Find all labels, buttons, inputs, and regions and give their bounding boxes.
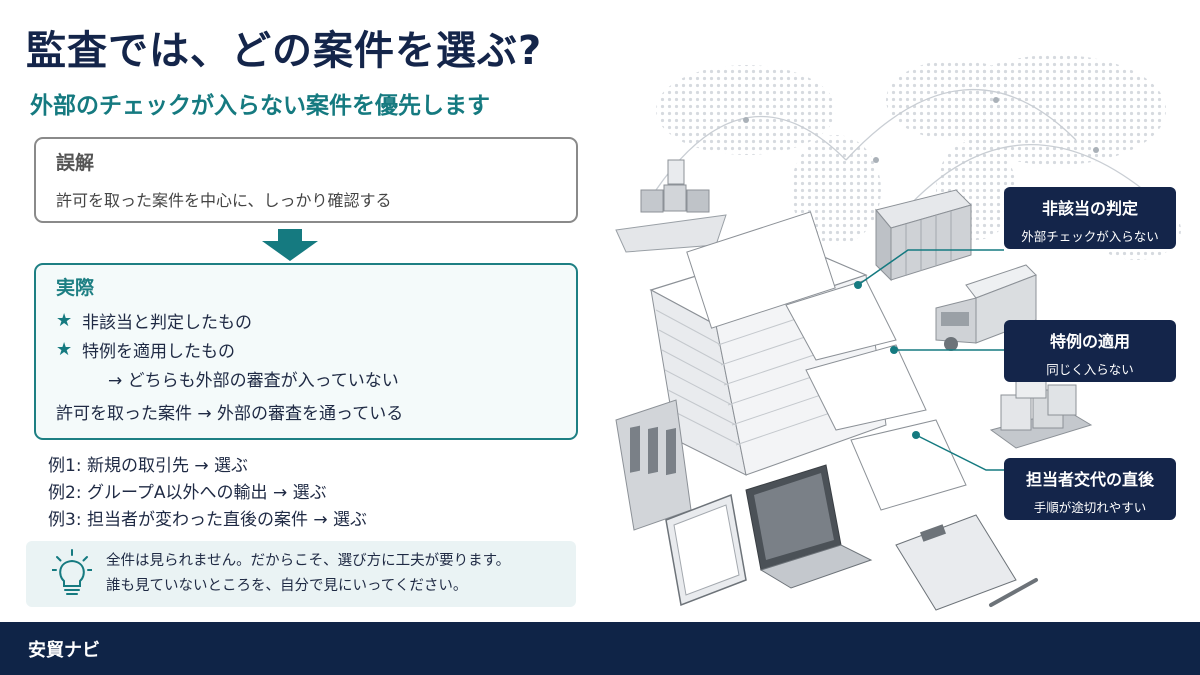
misconception-box: 誤解 許可を取った案件を中心に、しっかり確認する [34,137,578,223]
lightbulb-icon [52,549,92,595]
misconception-heading: 誤解 [56,152,95,174]
example-item: 例3: 担当者が変わった直後の案件 → 選ぶ [48,510,367,530]
page-subtitle: 外部のチェックが入らない案件を優先します [30,93,490,119]
tip-box: 全件は見られません。だからこそ、選び方に工夫が要ります。 誰も見ていないところを… [26,541,576,607]
example-item: 例2: グループA以外への輸出 → 選ぶ [48,483,327,503]
binders-icon [615,399,692,531]
truck-icon [935,264,1037,351]
misconception-text: 許可を取った案件を中心に、しっかり確認する [56,191,392,210]
laptop-icon [745,464,873,589]
reality-permit-note: 許可を取った案件 → 外部の審査を通っている [56,404,404,424]
star-icon: ★ [56,310,73,331]
examples-list: 例1: 新規の取引先 → 選ぶ 例2: グループA以外への輸出 → 選ぶ 例3:… [48,451,367,532]
footer-bar: 安貿ナビ [0,622,1200,675]
reality-heading: 実際 [56,277,95,299]
shipping-container-icon [875,189,972,282]
reality-arrow-note: → どちらも外部の審査が入っていない [108,371,399,391]
clipboard-icon [895,514,1038,611]
cargo-ship-icon [615,159,727,253]
callout-exception: 特例の適用 同じく入らない [1004,320,1176,382]
callout-non-applicable: 非該当の判定 外部チェックが入らない [1004,187,1176,249]
trade-illustration [615,55,1181,611]
tablet-icon [665,493,747,607]
tip-line-2: 誰も見ていないところを、自分で見にいってください。 [106,578,468,594]
down-arrow-icon [262,229,318,261]
callout-staff-change: 担当者交代の直後 手順が途切れやすい [1004,458,1176,520]
page-title: 監査では、どの案件を選ぶ? [26,28,543,74]
star-icon: ★ [56,339,73,360]
reality-box: 実際 ★ 非該当と判定したもの ★ 特例を適用したもの → どちらも外部の審査が… [34,263,578,440]
pallet-boxes-icon [989,369,1093,449]
footer-brand: 安貿ナビ [28,640,100,661]
reality-item: ★ 非該当と判定したもの [56,310,252,333]
tip-line-1: 全件は見られません。だからこそ、選び方に工夫が要ります。 [106,553,511,569]
example-item: 例1: 新規の取引先 → 選ぶ [48,456,248,476]
reality-item: ★ 特例を適用したもの [56,339,235,362]
